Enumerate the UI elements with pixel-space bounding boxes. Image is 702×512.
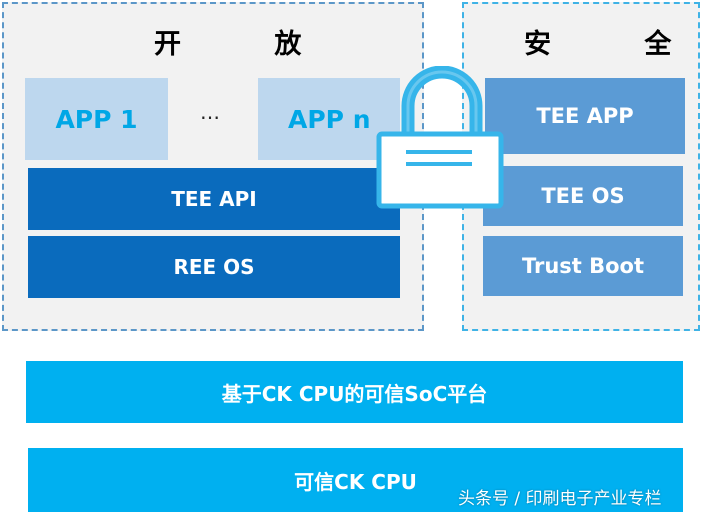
app-n-box: APP n <box>258 78 400 160</box>
padlock-icon <box>376 66 504 209</box>
secure-zone-title: 安 全 <box>524 29 702 60</box>
app-ellipsis: … <box>200 100 220 124</box>
trust-boot-layer: Trust Boot <box>483 236 683 296</box>
tee-os-layer: TEE OS <box>483 166 683 226</box>
tee-api-layer: TEE API <box>28 168 400 230</box>
trusted-ck-cpu-layer: 可信CK CPU <box>28 448 683 512</box>
tee-app-layer: TEE APP <box>485 78 685 154</box>
ree-os-layer: REE OS <box>28 236 400 298</box>
trusted-soc-platform-layer: 基于CK CPU的可信SoC平台 <box>26 361 683 423</box>
app-1-box: APP 1 <box>25 78 168 160</box>
watermark-text: 头条号 / 印刷电子产业专栏 <box>458 489 662 509</box>
open-zone-title: 开 放 <box>154 29 344 60</box>
